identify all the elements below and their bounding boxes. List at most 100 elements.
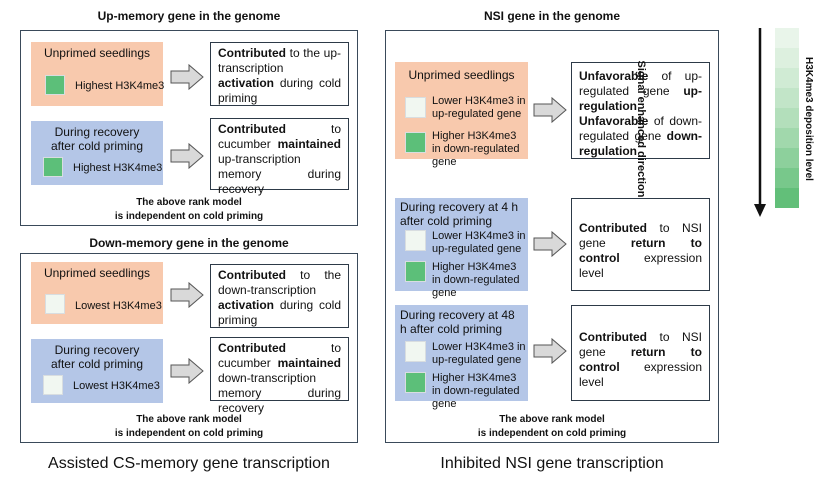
emphasis-text: up-regulation: [579, 84, 702, 113]
up-recovery-square-label: Highest H3K4me3: [73, 162, 163, 174]
nsi-rec48-label: During recovery at 48 h after cold primi…: [400, 308, 515, 336]
gradient-cell: [775, 88, 799, 108]
gradient-cell: [775, 168, 799, 188]
nsi-note: The above rank model is independent on c…: [385, 413, 719, 441]
up-note-line2: is independent on cold priming: [114, 211, 264, 222]
direction-arrow: [754, 28, 766, 217]
gradient-cell: [775, 68, 799, 88]
up-recovery-box: During recovery after cold priming Highe…: [31, 121, 163, 185]
nsi-unprimed-arrow: [533, 96, 567, 124]
result-text: to NSI gene: [579, 221, 702, 250]
up-recovery-square: [43, 157, 63, 177]
down-recovery-square: [43, 375, 63, 395]
up-recovery-label: During recovery after cold priming: [50, 125, 144, 153]
nsi-panel: [385, 30, 719, 443]
down-memory-panel: [20, 253, 358, 443]
gradient-label: H3K4me3 deposition level: [803, 57, 814, 181]
nsi-rec4-label: During recovery at 4 h after cold primin…: [400, 200, 519, 228]
result-text: of up-regulated gene: [579, 69, 702, 98]
nsi-rec48-higher-label: Higher H3K4me3 in down-regulated gene: [432, 372, 520, 410]
emphasis-text: activation: [218, 298, 275, 312]
result-text: to cucumber: [218, 341, 341, 370]
down-recovery-arrow: [170, 357, 204, 385]
up-memory-panel: [20, 30, 358, 226]
nsi-rec4-higher-label: Higher H3K4me3 in down-regulated gene: [432, 261, 520, 299]
gradient-cell: [775, 108, 799, 128]
nsi-rec4-lower-label: Lower H3K4me3 in up-regulated gene: [432, 230, 526, 255]
left-caption: Assisted CS-memory gene transcription: [48, 455, 330, 472]
nsi-rec48-lower-square: [405, 341, 426, 362]
emphasis-text: Contributed: [579, 330, 647, 344]
gradient-cell: [775, 48, 799, 68]
result-text: down-transcription memory during recover…: [218, 371, 341, 415]
emphasis-text: Unfavorable: [579, 69, 649, 83]
nsi-rec48-box: During recovery at 48 h after cold primi…: [395, 305, 528, 410]
nsi-rec48-lower-label: Lower H3K4me3 in up-regulated gene: [432, 341, 526, 366]
nsi-rec48-higher-square: [405, 372, 426, 393]
up-unprimed-square: [45, 75, 65, 95]
nsi-note-line2: is independent on cold priming: [477, 428, 627, 439]
nsi-rec4-arrow: [533, 230, 567, 258]
emphasis-text: Contributed: [218, 268, 286, 282]
nsi-note-line1: The above rank model: [499, 414, 605, 425]
emphasis-text: Contributed: [579, 221, 647, 235]
nsi-rec4-higher-square: [405, 261, 426, 282]
result-text: expression level: [579, 251, 702, 280]
up-recovery-result: Contributed to cucumber maintained up-tr…: [210, 118, 349, 196]
result-text: to NSI gene: [579, 330, 702, 359]
down-note: The above rank model is independent on c…: [20, 413, 358, 441]
emphasis-text: maintained: [277, 137, 341, 151]
down-note-line2: is independent on cold priming: [114, 428, 264, 439]
down-recovery-box: During recovery after cold priming Lowes…: [31, 339, 163, 403]
gradient-cell: [775, 28, 799, 48]
emphasis-text: return to control: [579, 345, 702, 374]
result-text: during cold priming: [218, 76, 341, 105]
gradient-legend: [775, 28, 799, 208]
up-note-line1: The above rank model: [136, 197, 242, 208]
result-text: to the up-transcription: [218, 46, 341, 75]
down-recovery-label: During recovery after cold priming: [50, 343, 144, 371]
nsi-rec4-lower-square: [405, 230, 426, 251]
result-text: during cold priming: [218, 298, 341, 327]
nsi-rec4-box: During recovery at 4 h after cold primin…: [395, 198, 528, 299]
gradient-cell: [775, 148, 799, 168]
up-unprimed-result: Contributed to the up-transcription acti…: [210, 42, 349, 106]
down-unprimed-result: Contributed to the down-transcription ac…: [210, 264, 349, 328]
nsi-unprimed-lower-label: Lower H3K4me3 in up-regulated gene: [432, 95, 526, 120]
up-unprimed-square-label: Highest H3K4me3: [75, 80, 165, 92]
direction-label: Signal enhanced direction: [635, 60, 647, 198]
nsi-title: NSI gene in the genome: [483, 9, 621, 23]
up-unprimed-arrow: [170, 63, 204, 91]
nsi-unprimed-label: Unprimed seedlings: [408, 68, 515, 82]
gradient-cell: [775, 128, 799, 148]
down-note-line1: The above rank model: [136, 414, 242, 425]
down-unprimed-label: Unprimed seedlings: [43, 266, 151, 280]
result-text: ;: [637, 99, 641, 113]
emphasis-text: Contributed: [218, 341, 286, 355]
right-caption: Inhibited NSI gene transcription: [440, 455, 664, 472]
result-text: to cucumber: [218, 122, 341, 151]
down-recovery-square-label: Lowest H3K4me3: [73, 380, 160, 392]
down-unprimed-square: [45, 294, 65, 314]
up-recovery-arrow: [170, 142, 204, 170]
nsi-rec48-result: Contributed to NSI gene return to contro…: [571, 305, 710, 401]
emphasis-text: Contributed: [218, 122, 286, 136]
gradient-cell: [775, 188, 799, 208]
down-recovery-result: Contributed to cucumber maintained down-…: [210, 337, 349, 415]
down-unprimed-box: Unprimed seedlings Lowest H3K4me3: [31, 262, 163, 324]
emphasis-text: maintained: [277, 356, 341, 370]
up-unprimed-box: Unprimed seedlings Highest H3K4me3: [31, 42, 165, 106]
nsi-rec48-arrow: [533, 337, 567, 365]
nsi-rec4-result: Contributed to NSI gene return to contro…: [571, 198, 710, 291]
emphasis-text: down-regulation: [579, 129, 702, 158]
down-memory-title: Down-memory gene in the genome: [89, 236, 289, 250]
up-note: The above rank model is independent on c…: [20, 196, 358, 224]
nsi-unprimed-higher-label: Higher H3K4me3 in down-regulated gene: [432, 130, 520, 168]
up-memory-title: Up-memory gene in the genome: [97, 9, 281, 23]
emphasis-text: return to control: [579, 236, 702, 265]
result-text: up-transcription memory during recovery: [218, 152, 341, 196]
result-text: to the down-transcription: [218, 268, 341, 297]
emphasis-text: Contributed: [218, 46, 286, 60]
nsi-unprimed-box: Unprimed seedlings Lower H3K4me3 in up-r…: [395, 62, 528, 168]
nsi-unprimed-higher-square: [405, 132, 426, 153]
